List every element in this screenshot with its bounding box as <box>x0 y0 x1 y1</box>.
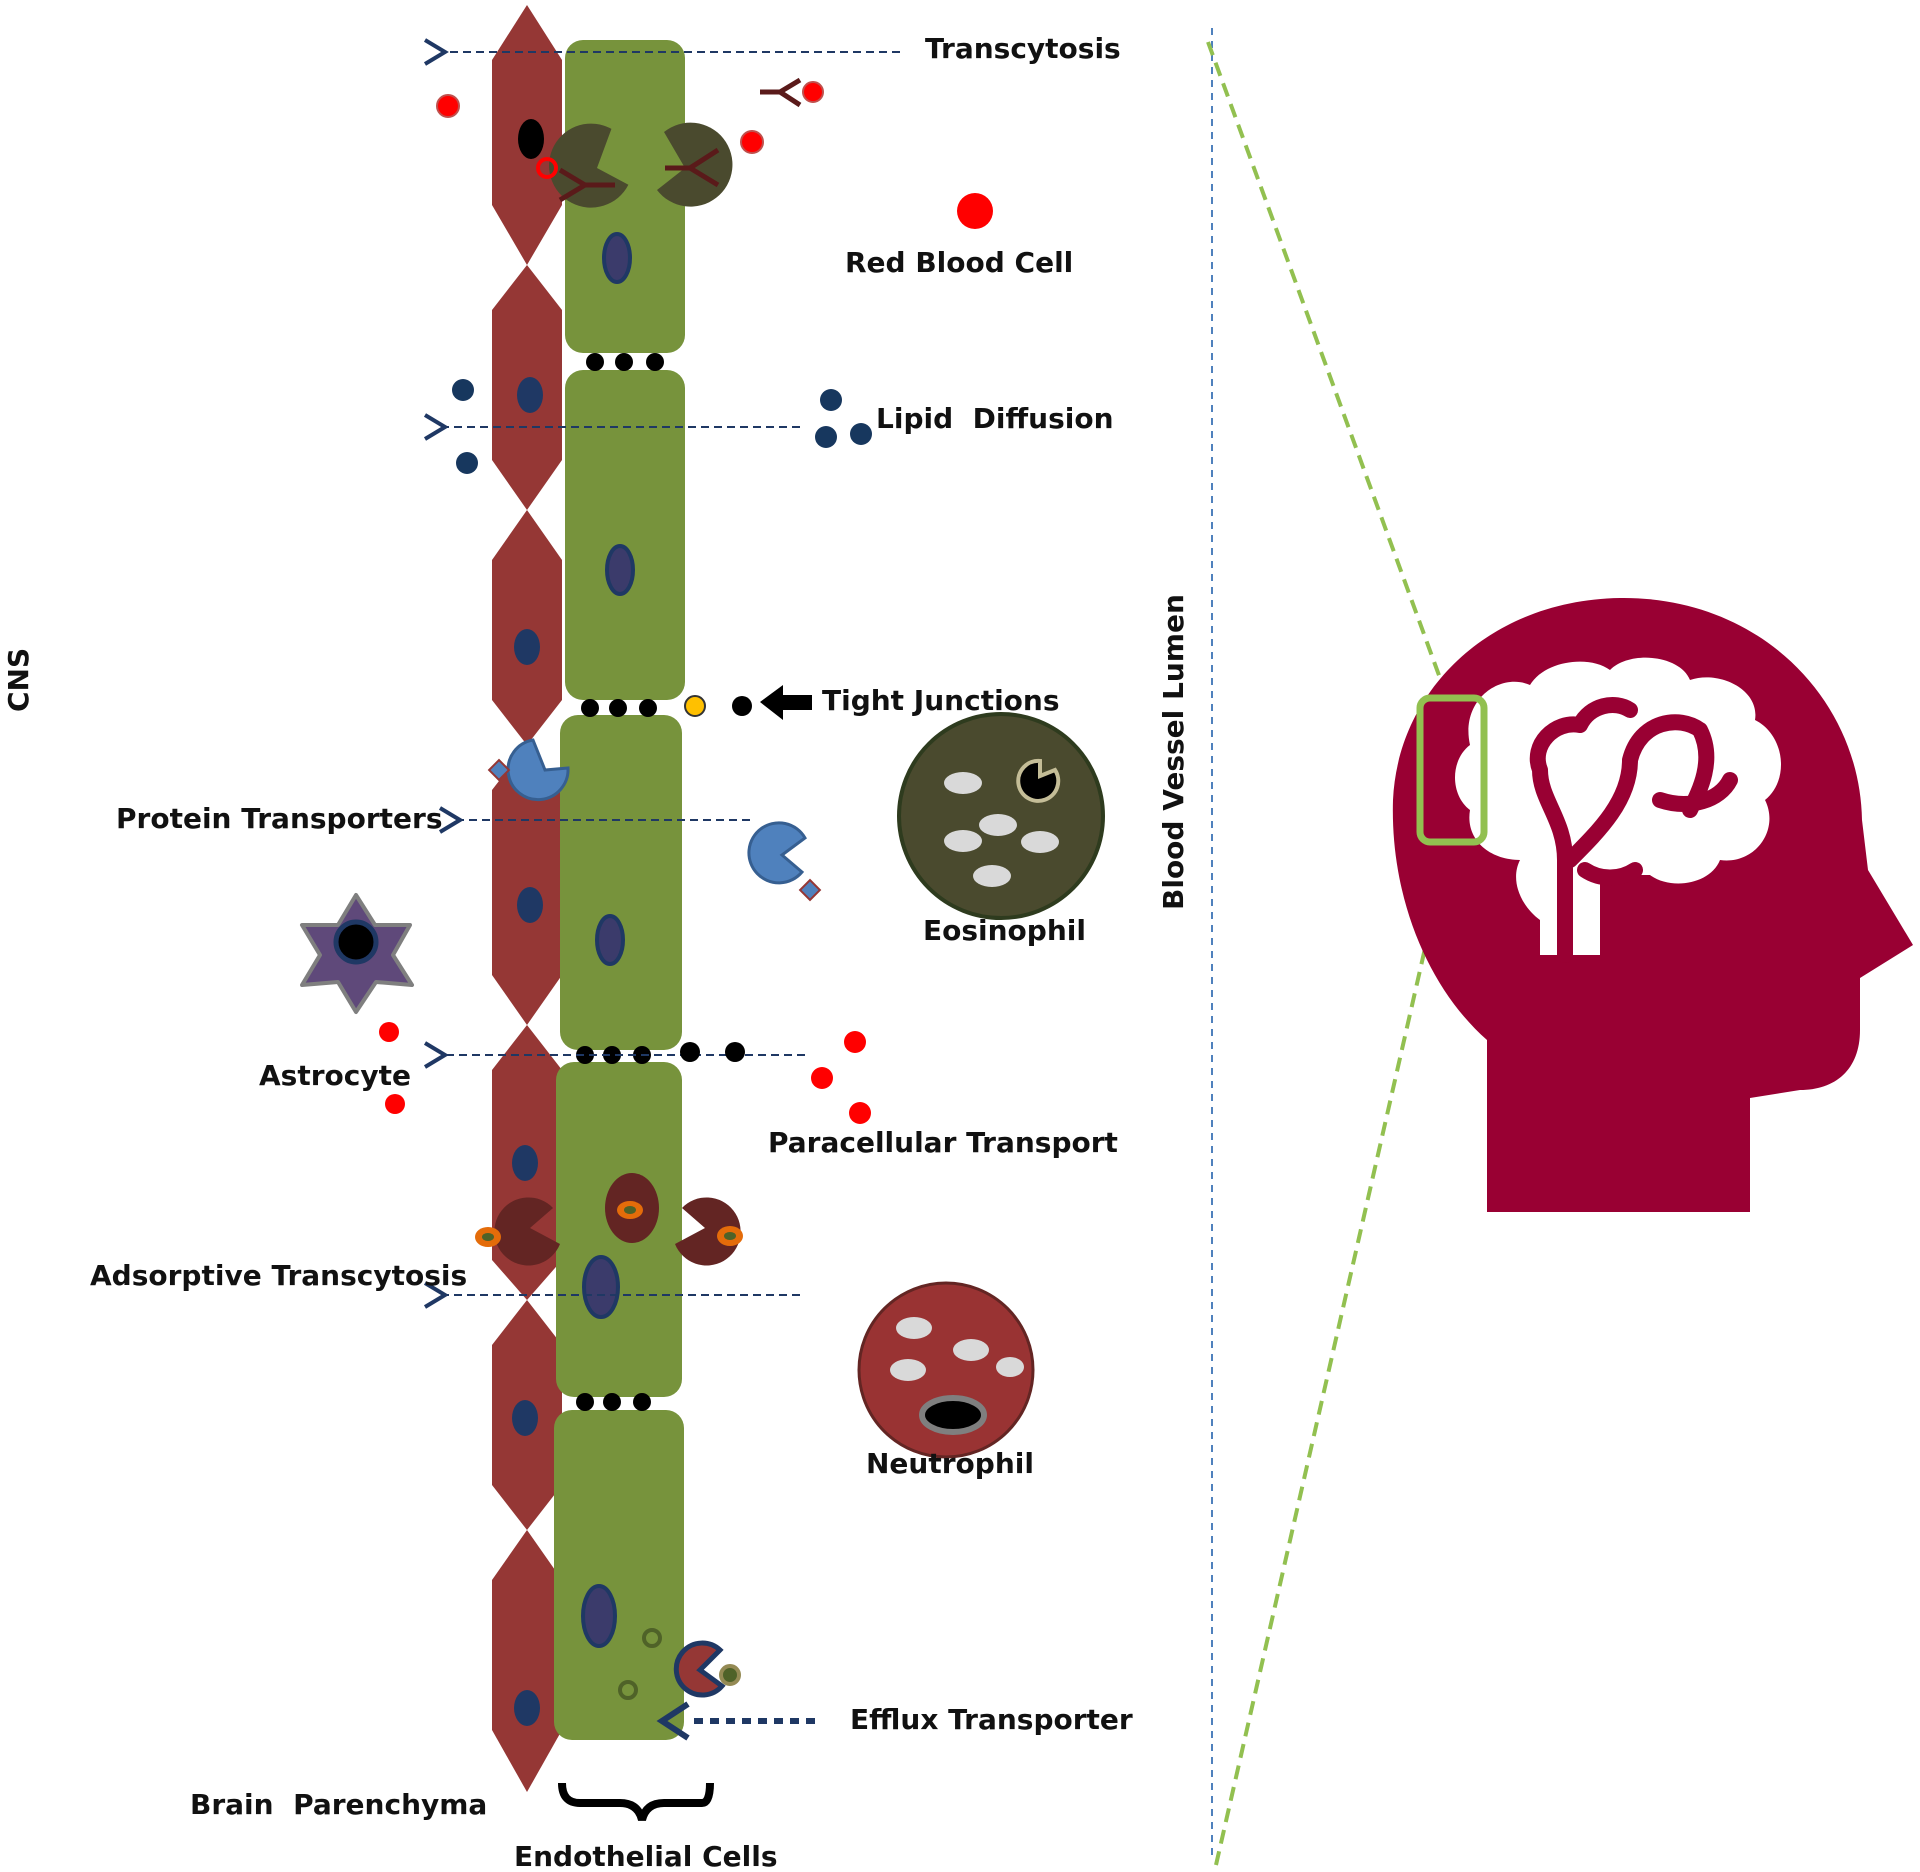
endothelial-nucleus <box>605 544 635 596</box>
eosinophil <box>897 712 1105 920</box>
label-brain-parenchyma: Brain Parenchyma <box>190 1788 487 1821</box>
junction-protein <box>680 1042 700 1062</box>
efflux-substrate <box>642 1628 662 1648</box>
zoom-line-top <box>1206 41 1450 701</box>
label-red-blood-cell: Red Blood Cell <box>845 246 1073 279</box>
junction-protein <box>725 1042 745 1062</box>
red-blood-cell <box>849 1102 871 1124</box>
efflux-arrow-head-icon <box>656 1701 690 1741</box>
label-adsorptive-transcytosis: Adsorptive Transcytosis <box>90 1259 467 1292</box>
pericyte-nucleus <box>517 377 543 413</box>
endothelial-cell <box>565 370 685 700</box>
adsorptive-receptors <box>475 1173 743 1266</box>
endothelial-cell <box>565 40 685 353</box>
zoom-line-bottom <box>1214 829 1454 1866</box>
pericyte-nucleus <box>514 629 540 665</box>
red-blood-cell <box>811 1067 833 1089</box>
endothelial-nucleus <box>582 1255 620 1319</box>
protein-substrate <box>487 758 511 782</box>
red-blood-cell <box>802 81 824 103</box>
zoom-box <box>1416 694 1488 846</box>
antibody-icon <box>760 77 802 108</box>
red-blood-cell <box>379 1022 399 1042</box>
label-neutrophil: Neutrophil <box>866 1447 1034 1480</box>
lipid-molecules <box>452 379 872 474</box>
pericyte <box>492 510 562 745</box>
endothelial-cell <box>560 715 682 1050</box>
head-silhouette <box>1392 597 1913 1212</box>
protein-substrate <box>798 878 822 902</box>
pericyte-nucleus <box>518 119 544 159</box>
pericyte-nucleus <box>517 887 543 923</box>
neutrophil <box>857 1281 1035 1459</box>
brain-icon <box>1455 657 1782 963</box>
red-blood-cell <box>740 130 764 154</box>
antibody-icon <box>665 147 720 188</box>
label-endothelial-cells: Endothelial Cells <box>514 1840 777 1872</box>
endothelial-column <box>554 40 685 1740</box>
adsorptive-receptor <box>494 1197 560 1266</box>
red-blood-cell <box>436 94 460 118</box>
neutrophil-nucleus <box>919 1395 987 1435</box>
pericyte-nucleus <box>512 1400 538 1436</box>
protein-transporter <box>747 821 807 885</box>
label-blood-vessel-lumen: Blood Vessel Lumen <box>1157 594 1190 910</box>
pericyte-nucleus <box>514 1690 540 1726</box>
endothelial-nucleus <box>581 1584 617 1648</box>
junction-protein <box>732 696 752 716</box>
label-tight-junctions: Tight Junctions <box>822 684 1060 717</box>
red-blood-cell-icon <box>957 193 993 229</box>
endothelial-brace-icon <box>558 1782 714 1822</box>
red-blood-cell <box>385 1094 405 1114</box>
efflux-substrate <box>719 1664 741 1686</box>
label-lipid-diffusion: Lipid Diffusion <box>876 402 1114 435</box>
pericyte-column <box>492 5 562 1792</box>
label-protein-transporters: Protein Transporters <box>116 802 442 835</box>
eosinophil-granule-icon <box>1016 758 1061 803</box>
label-eosinophil: Eosinophil <box>923 914 1086 947</box>
transcytosis-receptors <box>436 77 824 208</box>
pericyte-nucleus <box>512 1145 538 1181</box>
endothelial-cell <box>554 1410 684 1740</box>
junction-protein <box>684 695 706 717</box>
protein-transporter <box>506 738 570 802</box>
tight-junction-dots <box>576 353 664 1411</box>
efflux-transporter <box>673 1640 726 1698</box>
pericyte <box>492 1530 562 1792</box>
label-transcytosis: Transcytosis <box>925 32 1121 65</box>
antibody-icon <box>558 167 615 203</box>
red-blood-cell <box>536 157 558 179</box>
endothelial-nucleus <box>595 914 625 966</box>
adsorptive-receptor <box>675 1197 741 1266</box>
label-astrocyte: Astrocyte <box>259 1059 411 1092</box>
pericyte <box>492 745 562 1025</box>
label-paracellular-transport: Paracellular Transport <box>768 1126 1118 1159</box>
label-cns: CNS <box>2 648 35 712</box>
astrocyte <box>300 893 414 1014</box>
tight-junction-pointer-icon <box>760 685 812 720</box>
efflux-substrate <box>618 1680 638 1700</box>
label-efflux-transporter: Efflux Transporter <box>850 1703 1133 1736</box>
red-blood-cell <box>844 1031 866 1053</box>
endothelial-nucleus <box>602 232 632 284</box>
